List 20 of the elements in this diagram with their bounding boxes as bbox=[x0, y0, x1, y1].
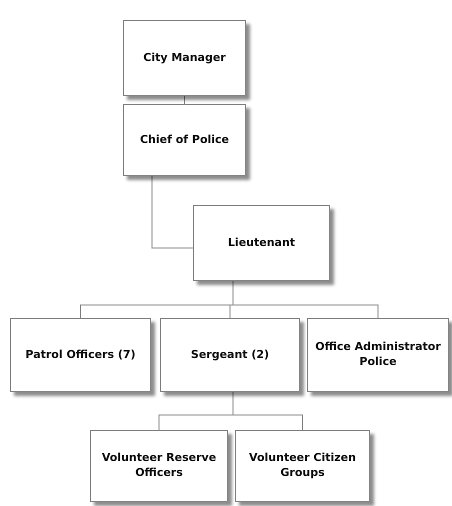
org-box bbox=[10, 318, 151, 392]
org-box bbox=[307, 318, 449, 392]
org-box bbox=[235, 430, 370, 502]
org-box bbox=[90, 430, 228, 502]
org-box bbox=[193, 205, 330, 281]
connector-line bbox=[152, 176, 194, 248]
role-title: Chief of Police bbox=[140, 132, 230, 148]
role-title: Lieutenant bbox=[228, 236, 296, 250]
connector-line bbox=[232, 280, 378, 318]
role-title: Office Administrator Police bbox=[314, 340, 442, 370]
role-title: Patrol Officers (7) bbox=[25, 348, 136, 362]
org-box bbox=[160, 318, 300, 392]
connector-line bbox=[184, 96, 185, 104]
connector-line bbox=[232, 392, 303, 430]
role-title: Sergeant (2) bbox=[190, 348, 270, 362]
org-box bbox=[123, 104, 246, 176]
org-box bbox=[123, 20, 246, 96]
role-title: Volunteer Reserve Officers bbox=[100, 451, 218, 481]
role-title: City Manager bbox=[143, 50, 226, 66]
role-title: Volunteer Citizen Groups bbox=[248, 451, 357, 481]
